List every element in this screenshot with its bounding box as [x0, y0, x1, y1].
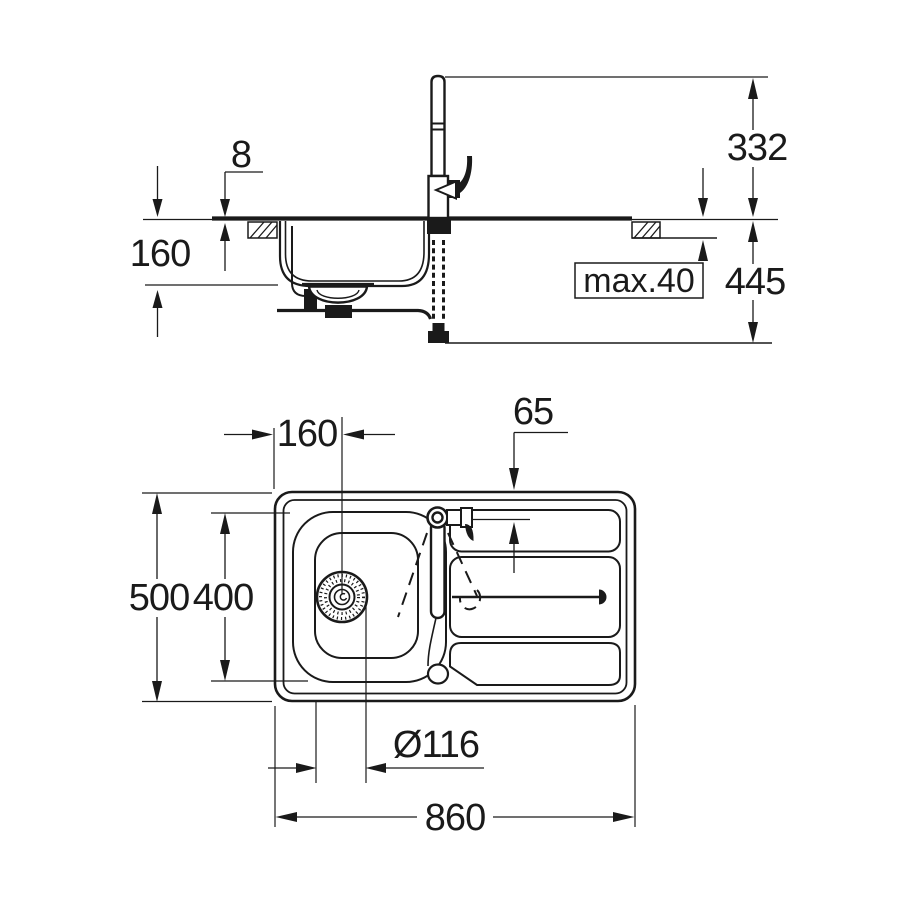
dim-rim-height: [220, 171, 263, 271]
dim-label-bowl-depth: 160: [129, 233, 191, 275]
dim-clearance-below: [748, 221, 758, 343]
dim-drain-offset: [224, 417, 395, 594]
dim-bowl-depth: [152, 166, 163, 337]
dim-label-counter-thickness: max.40: [583, 262, 695, 300]
dim-label-faucet-height: 332: [726, 127, 788, 169]
dim-faucet-offset: [509, 431, 568, 573]
drain-outlet-pipe: [277, 308, 433, 320]
faucet-plan-view: [397, 506, 482, 685]
dim-label-rim-height: 8: [230, 134, 252, 176]
dim-label-drain-diameter: Ø116: [392, 724, 480, 766]
faucet-pipe: [430, 74, 446, 178]
countertop-section: [143, 76, 778, 344]
dim-drain-diameter: [268, 601, 484, 783]
dim-label-drain-offset: 160: [276, 413, 338, 455]
dim-label-overall-width: 860: [424, 797, 486, 839]
dim-counter-thickness: [574, 168, 708, 299]
dim-cutout-depth: [211, 512, 308, 682]
side-view: [143, 74, 778, 344]
swivel-range-dashed-right: [447, 532, 478, 597]
counter-hatch-right: [631, 221, 661, 239]
dim-overall-depth: [142, 492, 272, 703]
dim-label-faucet-offset: 65: [512, 391, 554, 433]
plan-view: [142, 417, 637, 827]
lever-direction-arrow-icon: [433, 179, 457, 201]
sink-outline: [273, 490, 637, 703]
lever-plan: [446, 509, 462, 526]
lever-handle: [453, 156, 473, 195]
swivel-spout-dashed-hook: [458, 589, 482, 611]
dim-label-overall-depth: 500: [128, 577, 190, 619]
dim-label-clearance-below: 445: [724, 261, 786, 303]
faucet-side-view: [427, 74, 473, 220]
counter-hatch-left: [247, 221, 278, 239]
dim-faucet-height: [748, 78, 758, 217]
drain-trap-cup: [307, 285, 369, 304]
dim-overall-width: [274, 705, 636, 827]
dim-label-cutout-depth: 400: [192, 577, 254, 619]
remote-drain-knob: [426, 663, 450, 685]
sink-bowl-section: [277, 221, 433, 320]
spout-plan: [429, 519, 446, 620]
swivel-range-dashed-left: [397, 532, 428, 618]
faucet-shank-section: [427, 217, 451, 343]
drainboard-grooves: [449, 509, 621, 686]
faucet-body: [427, 174, 450, 220]
channel-end-cap: [599, 589, 607, 605]
max40-label-box: [574, 262, 704, 299]
